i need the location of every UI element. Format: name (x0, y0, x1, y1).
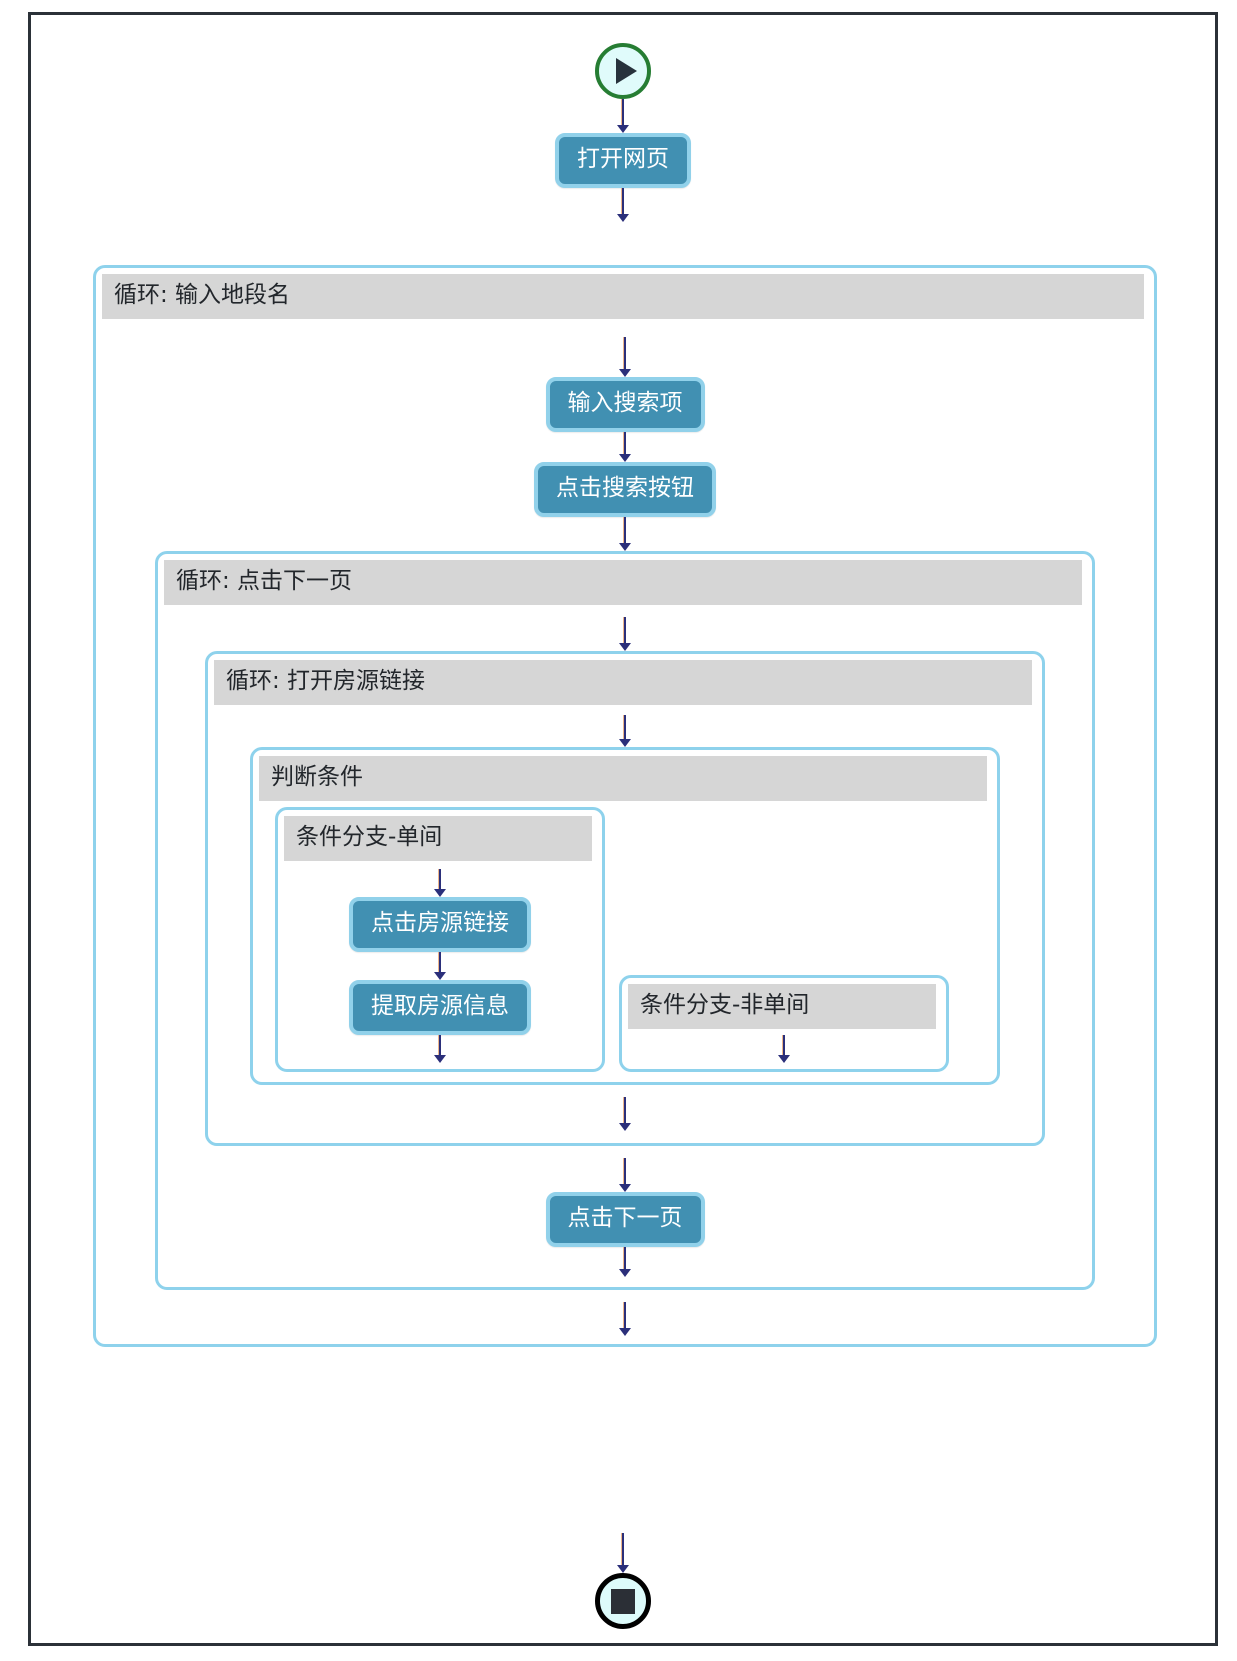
arrow-to-click-listing-link (433, 869, 447, 897)
node-click-search-button[interactable]: 点击搜索按钮 (534, 462, 716, 517)
arrow-to-click-next-page (618, 1158, 632, 1192)
node-extract-listing-info[interactable]: 提取房源信息 (349, 980, 531, 1035)
arrow-to-click-search-button (618, 432, 632, 462)
branch-non-single-room[interactable]: 条件分支-非单间 (619, 975, 949, 1072)
play-icon (615, 58, 637, 84)
arrow-to-loop-open-link (618, 617, 632, 651)
arrow-to-condition-judge (618, 715, 632, 747)
start-marker[interactable] (595, 43, 651, 99)
arrow-open-page-to-loop (616, 188, 630, 222)
loop-input-area-name-title: 循环: 输入地段名 (102, 274, 1144, 319)
top-flow: 打开网页 (31, 15, 1215, 222)
node-open-page[interactable]: 打开网页 (555, 133, 691, 188)
arrow-loop-open-link-end (618, 1097, 632, 1131)
condition-judge[interactable]: 判断条件 条件分支-单间 (250, 747, 1000, 1085)
branch-single-room[interactable]: 条件分支-单间 点击房源链接 (275, 807, 605, 1072)
condition-judge-title: 判断条件 (259, 756, 987, 801)
end-marker[interactable] (595, 1573, 651, 1629)
arrow-to-end-marker (616, 1533, 630, 1573)
loop-click-next-page[interactable]: 循环: 点击下一页 循环: 打开房源链接 (155, 551, 1095, 1290)
node-click-next-page[interactable]: 点击下一页 (545, 1192, 705, 1247)
arrow-start-to-open-page (616, 99, 630, 133)
arrow-to-input-search-term (618, 337, 632, 377)
loop-click-next-page-title: 循环: 点击下一页 (164, 560, 1082, 605)
node-input-search-term[interactable]: 输入搜索项 (545, 377, 705, 432)
stop-icon (611, 1588, 635, 1614)
arrow-to-extract-listing-info (433, 952, 447, 980)
arrow-branch-non-single-end (777, 1035, 791, 1063)
arrow-loop-next-page-end (618, 1247, 632, 1277)
branch-single-room-title: 条件分支-单间 (284, 816, 592, 861)
arrow-branch-single-end (433, 1035, 447, 1063)
loop-open-listing-link[interactable]: 循环: 打开房源链接 判断条件 (205, 651, 1045, 1146)
arrow-loop-input-area-end (618, 1302, 632, 1336)
flowchart-canvas: 打开网页 循环: 输入地段名 输入搜索项 点击搜索按钮 循环: 点击下一页 (28, 12, 1218, 1646)
bottom-flow (31, 1533, 1215, 1629)
condition-branch-row: 条件分支-单间 点击房源链接 (253, 801, 997, 1082)
loop-input-area-name[interactable]: 循环: 输入地段名 输入搜索项 点击搜索按钮 循环: 点击下一页 (93, 265, 1157, 1347)
loop-open-listing-link-title: 循环: 打开房源链接 (214, 660, 1032, 705)
branch-non-single-room-title: 条件分支-非单间 (628, 984, 936, 1029)
arrow-to-loop-next-page (618, 517, 632, 551)
node-click-listing-link[interactable]: 点击房源链接 (349, 897, 531, 952)
